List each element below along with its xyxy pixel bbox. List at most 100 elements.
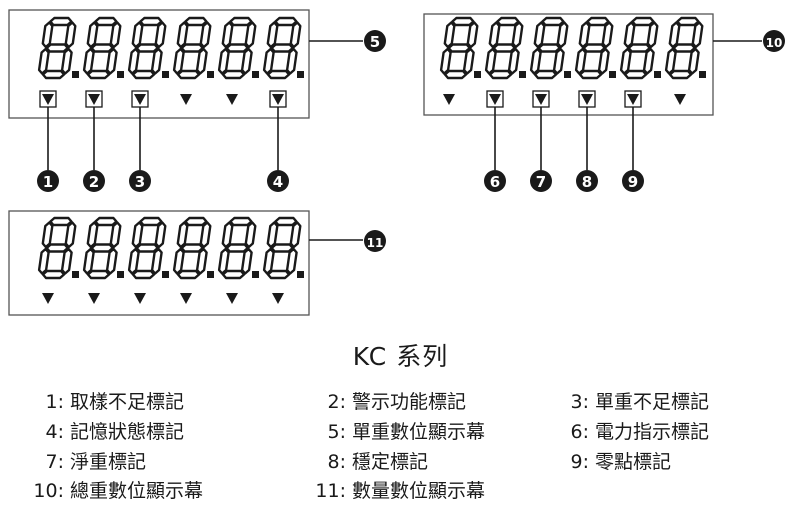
legend-number: 6: — [570, 421, 590, 443]
digit-segment — [135, 43, 159, 53]
callout-10: 10 — [763, 30, 785, 52]
digit-segment — [676, 16, 700, 27]
digit-segment — [199, 21, 212, 49]
digit-segment — [229, 16, 253, 27]
digit-segment — [221, 269, 246, 280]
digit-segment — [45, 43, 69, 53]
digit-segment — [601, 21, 614, 49]
numbered-circle-icon — [129, 170, 151, 192]
decimal-point — [699, 71, 706, 78]
digit-segment — [244, 21, 257, 49]
digit-segment — [109, 21, 122, 49]
digit-segment — [484, 47, 497, 75]
digit-segment — [244, 221, 257, 249]
digit-segment — [94, 216, 118, 227]
numbered-circle-icon — [37, 170, 59, 192]
legend-label: 總重數位顯示幕 — [70, 480, 204, 502]
triangle-down-icon — [180, 94, 192, 105]
digit-segment — [41, 21, 54, 49]
legend-number: 2: — [327, 391, 347, 413]
callout-9: 9 — [622, 170, 644, 192]
numbered-circle-icon — [83, 170, 105, 192]
digit-segment — [41, 221, 54, 249]
digit-segment — [172, 47, 185, 75]
digit-segment — [631, 16, 655, 27]
digit-segment — [90, 243, 114, 253]
digit-segment — [82, 247, 95, 275]
digit-segment — [552, 47, 565, 75]
digit-segment — [691, 21, 704, 49]
triangle-down-icon — [443, 94, 455, 105]
digit-segment — [574, 47, 587, 75]
digit-segment — [180, 43, 204, 53]
callout-number: 6 — [490, 173, 500, 191]
legend-label: 淨重標記 — [70, 451, 147, 473]
decimal-point — [162, 271, 169, 278]
digit-segment — [274, 16, 298, 27]
triangle-down-icon — [42, 293, 54, 304]
digit-segment — [82, 47, 95, 75]
legend-item: 9:零點標記 — [558, 447, 672, 474]
digit-segment — [627, 43, 651, 53]
legend-item: 8:穩定標記 — [302, 447, 429, 474]
decimal-point — [72, 71, 79, 78]
digit-segment — [131, 21, 144, 49]
digit-segment — [672, 43, 696, 53]
legend-label: 穩定標記 — [352, 451, 429, 473]
triangle-down-icon — [535, 94, 547, 105]
digit-segment — [199, 221, 212, 249]
decimal-point — [519, 71, 526, 78]
legend-label: 零點標記 — [595, 451, 672, 473]
digit-segment — [180, 243, 204, 253]
legend-item: 3:單重不足標記 — [558, 387, 710, 414]
digit-segment — [86, 21, 99, 49]
digit-segment — [60, 247, 73, 275]
digit-segment — [41, 69, 66, 80]
digit-segment — [150, 247, 163, 275]
digit-segment — [262, 47, 275, 75]
digit-segment — [507, 47, 520, 75]
callout-8: 8 — [576, 170, 598, 192]
digit-segment — [285, 47, 298, 75]
legend-item: 1:取樣不足標記 — [12, 387, 185, 414]
legend-number: 5: — [327, 421, 347, 443]
digit-segment — [668, 21, 681, 49]
legend-label: 記憶狀態標記 — [70, 421, 185, 443]
digit-segment — [262, 247, 275, 275]
display-panel-b — [423, 13, 762, 170]
callout-7: 7 — [530, 170, 552, 192]
digit-segment — [135, 243, 159, 253]
decimal-point — [207, 71, 214, 78]
legend-item: 11:數量數位顯示幕 — [302, 476, 485, 503]
triangle-down-icon — [180, 293, 192, 304]
decimal-point — [252, 271, 259, 278]
digit-segment — [176, 21, 189, 49]
digit-segment — [623, 21, 636, 49]
callout-4: 4 — [267, 170, 289, 192]
digit-segment — [582, 43, 606, 53]
digit-segment — [109, 221, 122, 249]
numbered-circle-icon — [622, 170, 644, 192]
digit-segment — [131, 221, 144, 249]
digit-segment — [49, 16, 73, 27]
digit-segment — [646, 21, 659, 49]
digit-segment — [439, 47, 452, 75]
digit-segment — [37, 247, 50, 275]
legend-number: 1: — [45, 391, 65, 413]
digit-segment — [127, 247, 140, 275]
digit-segment — [225, 243, 249, 253]
digit-segment — [537, 43, 561, 53]
digit-segment — [240, 247, 253, 275]
numbered-circle-icon — [530, 170, 552, 192]
digit-segment — [274, 216, 298, 227]
digit-segment — [184, 16, 208, 27]
digit-segment — [195, 247, 208, 275]
numbered-circle-icon — [576, 170, 598, 192]
decimal-point — [72, 271, 79, 278]
triangle-down-icon — [88, 94, 100, 105]
numbered-circle-icon — [484, 170, 506, 192]
digit-segment — [131, 69, 156, 80]
callout-number: 9 — [628, 173, 638, 191]
triangle-down-icon — [134, 94, 146, 105]
triangle-down-icon — [581, 94, 593, 105]
